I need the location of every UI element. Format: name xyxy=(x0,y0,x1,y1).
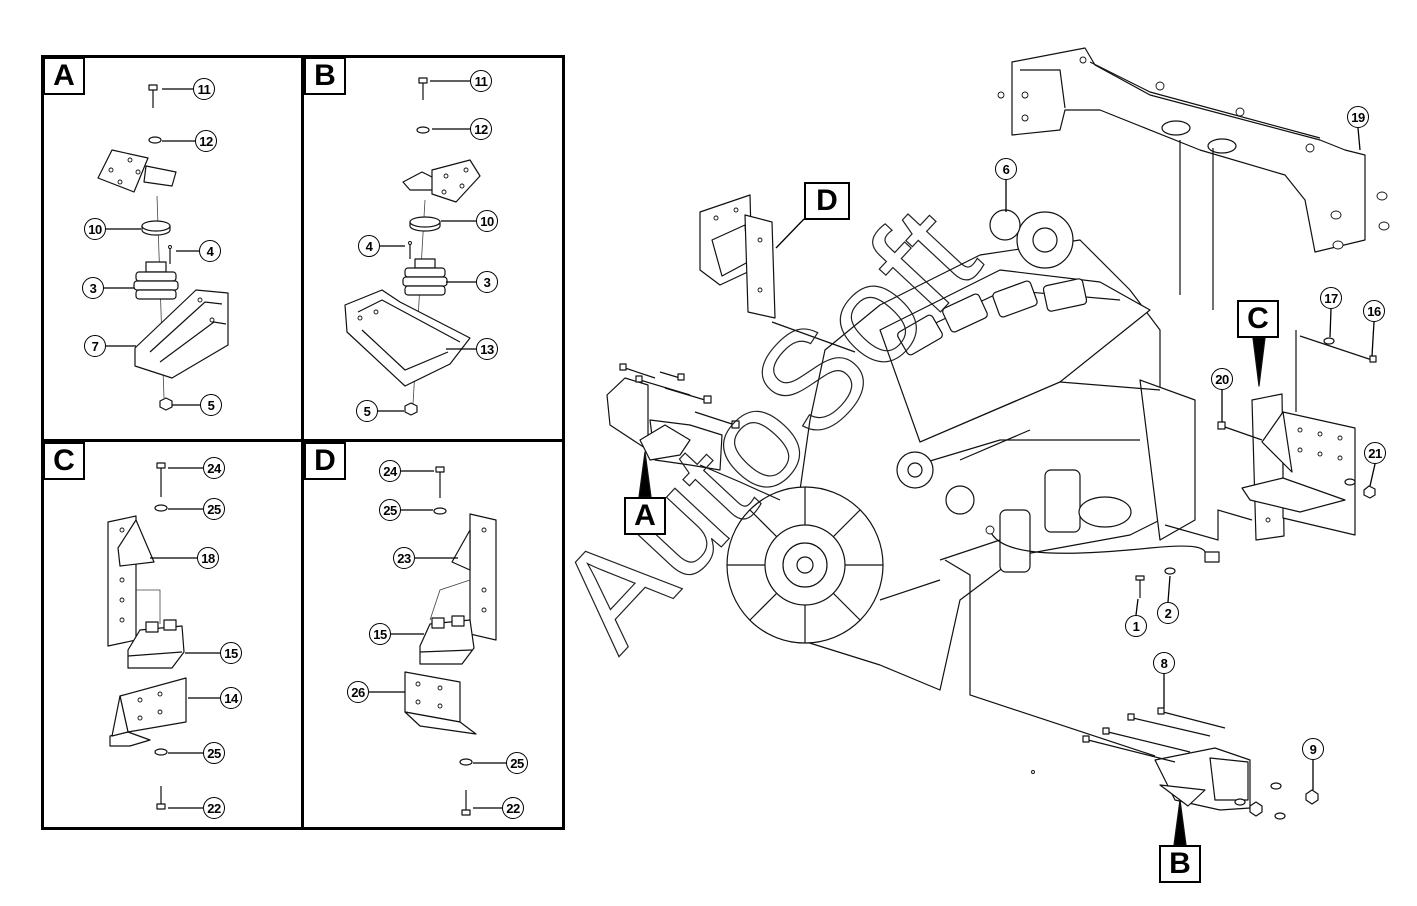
washer-25-c-top xyxy=(154,504,168,512)
panel-divider-vertical xyxy=(301,55,304,830)
main-letter-b: B xyxy=(1159,845,1201,883)
main-callout-crossmember: 19 xyxy=(1347,106,1369,128)
panel-d-parts xyxy=(404,466,497,816)
panel-c-callout-bolt-bottom: 22 xyxy=(203,797,225,819)
main-callout-bolt-c: 16 xyxy=(1363,300,1385,322)
bracket-18-c xyxy=(107,515,155,647)
bracket-14-c xyxy=(109,677,187,747)
panel-d-callout-upper-bracket: 23 xyxy=(393,547,415,569)
nut-5-a xyxy=(159,397,173,411)
panel-b-parts xyxy=(344,77,481,416)
panel-a-callout-bolt: 11 xyxy=(193,78,215,100)
panel-b-letter: B xyxy=(304,57,346,95)
rubber-stack-3-a xyxy=(133,261,179,300)
pointer-c xyxy=(1252,337,1266,387)
main-callout-washer-c: 17 xyxy=(1320,287,1342,309)
lower-bracket-7-a xyxy=(134,289,229,379)
rubber-disc-10-a xyxy=(141,220,171,236)
panel-a-parts xyxy=(97,84,229,411)
bracket-23-d xyxy=(451,513,497,641)
panel-c-parts xyxy=(107,462,187,810)
upper-plate-b xyxy=(402,159,481,203)
main-letter-c: C xyxy=(1237,300,1279,338)
main-callout-washer-cable: 2 xyxy=(1157,602,1179,624)
main-letter-d: D xyxy=(804,182,850,220)
main-letter-a: A xyxy=(624,497,666,535)
bracket-d-assembly xyxy=(699,194,776,319)
bolt-1 xyxy=(1135,575,1145,598)
cable-harness xyxy=(985,525,1220,563)
bracket-b-assembly xyxy=(1082,707,1319,820)
panel-b-callout-pin: 4 xyxy=(358,235,380,257)
panel-b-callout-nut: 5 xyxy=(356,400,378,422)
panel-c-callout-lower-bracket: 14 xyxy=(220,687,242,709)
panel-c-callout-washer-bottom: 25 xyxy=(203,742,225,764)
panel-a-callout-washer: 12 xyxy=(195,130,217,152)
washer-2 xyxy=(1164,567,1176,575)
bolt-22-d xyxy=(461,790,471,816)
main-callout-bolt-c-left: 20 xyxy=(1211,368,1233,390)
cooling-fan xyxy=(726,486,884,644)
leader-lines xyxy=(104,80,1376,809)
washer-12-a xyxy=(148,136,162,144)
bolt-11-b xyxy=(418,77,428,100)
nut-5-b xyxy=(404,402,418,416)
washer-17 xyxy=(1323,337,1335,345)
lower-bracket-13-b xyxy=(344,289,471,387)
main-callout-nut-c: 21 xyxy=(1364,442,1386,464)
panel-d-callout-washer-top: 25 xyxy=(379,499,401,521)
panel-a-callout-rubber-stack: 3 xyxy=(82,277,104,299)
main-callout-bolt-b: 8 xyxy=(1153,652,1175,674)
panel-b-callout-disc: 10 xyxy=(476,210,498,232)
rubber-mount-15-d xyxy=(419,615,475,665)
panel-c-callout-washer-top: 25 xyxy=(203,498,225,520)
panel-d-callout-bolt-top: 24 xyxy=(379,460,401,482)
bolt-24-d xyxy=(435,466,445,498)
panel-c-callout-upper-bracket: 18 xyxy=(197,547,219,569)
pin-4-b xyxy=(408,241,412,259)
crossmember-19 xyxy=(997,47,1390,253)
upper-plate-a xyxy=(97,149,177,193)
panel-c-callout-rubber-mount: 15 xyxy=(220,642,242,664)
panel-a-letter: A xyxy=(43,57,85,95)
panel-d-callout-bolt-bottom: 22 xyxy=(502,797,524,819)
panel-a-callout-pin: 4 xyxy=(199,240,221,262)
pointer-b xyxy=(1173,799,1187,846)
nut-9 xyxy=(1305,789,1319,805)
panel-divider-horizontal xyxy=(41,439,565,442)
rubber-mount-15-c xyxy=(127,619,185,669)
washer-25-c-bottom xyxy=(154,748,168,756)
bolt-11-a xyxy=(148,84,158,108)
panel-b-callout-bolt: 11 xyxy=(470,70,492,92)
bracket-c-assembly xyxy=(1217,330,1377,541)
rubber-disc-10-b xyxy=(409,216,441,232)
panel-a-callout-bracket: 7 xyxy=(84,335,106,357)
panel-c-callout-bolt-top: 24 xyxy=(203,457,225,479)
panel-a-callout-disc: 10 xyxy=(84,218,106,240)
nut-21 xyxy=(1363,485,1376,499)
panel-d-callout-washer-bottom: 25 xyxy=(506,752,528,774)
bracket-a-assembly xyxy=(606,363,740,471)
bolt-24-c xyxy=(156,462,166,497)
washer-25-d-bottom xyxy=(459,758,473,766)
rubber-stack-3-b xyxy=(402,258,448,296)
panel-c-letter: C xyxy=(43,442,85,480)
main-callout-turbo: 6 xyxy=(995,158,1017,180)
bolt-22-c xyxy=(156,786,166,810)
panel-a-callout-nut: 5 xyxy=(200,394,222,416)
washer-25-d-top xyxy=(433,507,447,515)
washer-12-b xyxy=(416,126,430,134)
pin-4-a xyxy=(168,245,172,264)
panel-b-callout-washer: 12 xyxy=(470,118,492,140)
bracket-26-d xyxy=(404,671,477,735)
main-callout-nut-b: 9 xyxy=(1302,738,1324,760)
panel-b-callout-rubber-stack: 3 xyxy=(476,271,498,293)
panel-d-letter: D xyxy=(304,442,346,480)
panel-d-callout-lower-bracket: 26 xyxy=(347,681,369,703)
panel-b-callout-bracket: 13 xyxy=(476,338,498,360)
main-callout-bolt-cable: 1 xyxy=(1125,615,1147,637)
panel-d-callout-rubber-mount: 15 xyxy=(369,623,391,645)
